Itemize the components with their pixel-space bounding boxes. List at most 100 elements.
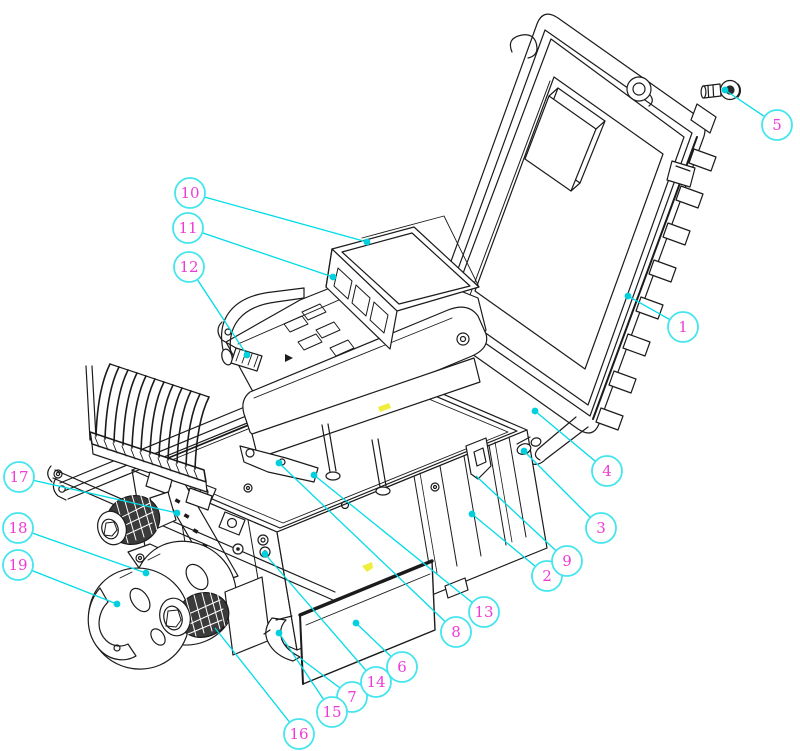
balloon-circle-5 <box>761 109 793 141</box>
leader-dot-10 <box>363 238 371 246</box>
balloon-number-12: 12 <box>179 258 198 276</box>
leader-line-5 <box>724 89 765 118</box>
leader-line-11 <box>202 232 334 278</box>
lid-latch-hook <box>509 34 538 59</box>
leader-line-6 <box>355 622 392 658</box>
balloon-number-5: 5 <box>772 116 782 134</box>
balloon-number-17: 17 <box>9 468 28 486</box>
leader-dot-3 <box>520 447 528 455</box>
highlight-mark-2 <box>362 562 373 572</box>
balloon-circle-1 <box>667 311 699 343</box>
cover-screw <box>700 79 741 101</box>
leader-dot-6 <box>352 619 360 627</box>
leader-dot-13 <box>310 471 318 479</box>
leader-line-19 <box>31 569 118 605</box>
leader-line-15 <box>278 632 325 700</box>
balloon-number-19: 19 <box>8 556 27 574</box>
balloon-circle-6 <box>386 651 418 683</box>
balloon-number-14: 14 <box>366 673 385 691</box>
balloon-circle-13 <box>468 596 500 628</box>
balloon-number-6: 6 <box>397 658 407 676</box>
plate-slots <box>283 303 355 362</box>
balloon-circle-16 <box>283 718 315 750</box>
balloon-number-18: 18 <box>8 519 27 537</box>
balloon-number-9: 9 <box>562 552 572 570</box>
leader-line-2 <box>471 513 536 567</box>
leader-dot-8 <box>275 459 283 467</box>
balloon-number-15: 15 <box>322 703 341 721</box>
leader-line-9 <box>475 475 557 552</box>
fiber-duct <box>221 287 305 366</box>
balloon-circle-10 <box>174 177 206 209</box>
leader-dot-14 <box>261 550 269 558</box>
callout-19: 19 <box>2 549 121 608</box>
balloon-number-7: 7 <box>347 688 357 706</box>
lid-boss <box>626 76 652 102</box>
balloon-circle-4 <box>591 455 623 487</box>
callout-15: 15 <box>275 629 348 728</box>
balloon-circle-8 <box>440 616 472 648</box>
leader-dot-11 <box>329 273 337 281</box>
callout-13: 13 <box>310 471 500 628</box>
balloon-circle-19 <box>2 549 34 581</box>
leader-line-3 <box>523 450 591 518</box>
callout-18: 18 <box>2 512 150 577</box>
callout-9: 9 <box>475 475 583 577</box>
balloon-number-13: 13 <box>474 603 493 621</box>
splice-tray-hood <box>325 215 480 350</box>
balloon-circle-3 <box>585 512 617 544</box>
balloon-number-3: 3 <box>596 519 606 537</box>
callout-17: 17 <box>3 461 181 517</box>
leader-line-7 <box>299 657 341 689</box>
callout-6: 6 <box>352 619 418 683</box>
hatched-block <box>230 347 263 372</box>
balloon-circle-15 <box>316 696 348 728</box>
balloon-circle-18 <box>2 512 34 544</box>
callout-3: 3 <box>520 447 617 544</box>
callout-8: 8 <box>275 459 472 648</box>
leader-line-1 <box>627 295 671 321</box>
balloon-number-8: 8 <box>451 623 461 641</box>
leader-dot-19 <box>113 600 121 608</box>
line-art <box>47 13 741 685</box>
highlight-mark-1 <box>378 403 391 412</box>
balloon-circle-11 <box>172 212 204 244</box>
balloon-circle-17 <box>3 461 35 493</box>
callout-12: 12 <box>173 251 251 359</box>
balloon-number-2: 2 <box>542 567 552 585</box>
leader-line-18 <box>31 532 147 574</box>
balloon-number-4: 4 <box>602 462 612 480</box>
balloon-number-10: 10 <box>180 184 199 202</box>
leader-line-8 <box>278 462 446 623</box>
leader-line-17 <box>33 479 178 514</box>
balloon-circle-9 <box>551 545 583 577</box>
leader-dot-2 <box>468 510 476 518</box>
balloon-circle-12 <box>173 251 205 283</box>
lid-cover <box>431 13 717 465</box>
warning-triangle <box>285 354 293 362</box>
callout-1: 1 <box>624 292 699 343</box>
support-posts <box>321 423 391 496</box>
callout-4: 4 <box>531 407 623 487</box>
balloon-number-11: 11 <box>178 219 197 237</box>
leader-dot-5 <box>721 86 729 94</box>
leader-line-10 <box>204 196 368 243</box>
leader-dot-12 <box>243 351 251 359</box>
leader-dot-15 <box>275 629 283 637</box>
leader-dot-1 <box>624 292 632 300</box>
leader-dot-18 <box>142 569 150 577</box>
leader-line-14 <box>264 553 367 672</box>
leader-line-13 <box>313 474 473 604</box>
rim-latch <box>465 437 492 480</box>
leader-dot-4 <box>531 407 539 415</box>
leader-line-12 <box>196 279 248 356</box>
balloon-number-1: 1 <box>678 318 688 336</box>
fiber-comb <box>85 363 213 511</box>
leader-dot-17 <box>173 509 181 517</box>
lid-hook-tab <box>666 160 696 188</box>
leader-line-16 <box>214 627 291 723</box>
drawer-panel <box>298 559 436 685</box>
callout-16: 16 <box>214 627 315 750</box>
leader-line-4 <box>534 410 596 462</box>
